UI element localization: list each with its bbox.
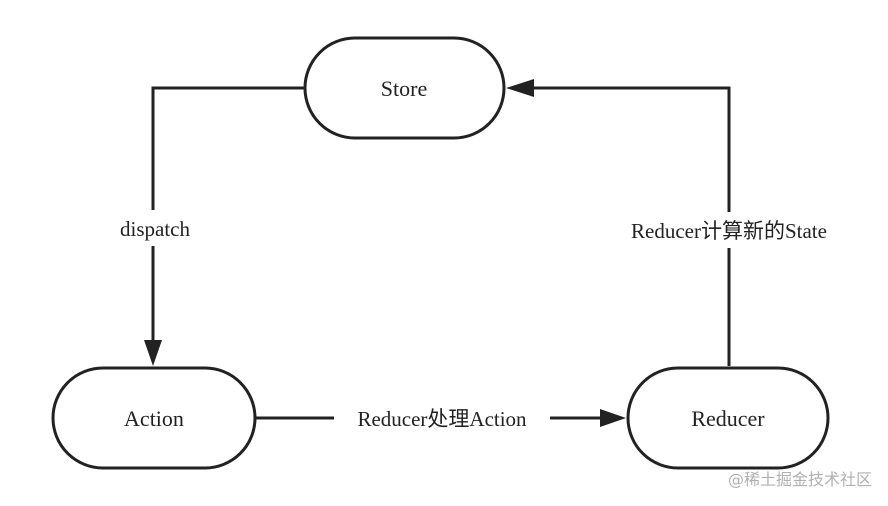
node-reducer-label: Reducer [691, 406, 765, 431]
node-action-label: Action [124, 406, 184, 431]
node-reducer-shape [626, 366, 830, 470]
edge-compute-state-arrowhead [506, 79, 534, 97]
edge-dispatch-line [151, 86, 305, 342]
edge-dispatch-arrowhead [144, 340, 162, 366]
edge-dispatch-label-bg [103, 210, 203, 246]
edge-compute-state-label-bg [604, 212, 856, 248]
edge-process-action-label: Reducer处理Action [357, 407, 527, 431]
node-store-shape [303, 36, 506, 140]
edge-process-action-arrowhead [600, 409, 626, 427]
edge-compute-state-label: Reducer计算新的State [631, 219, 827, 243]
node-reducer: Reducer [626, 366, 830, 470]
edge-dispatch: dispatch [103, 86, 305, 366]
edge-process-action-label-bg [334, 400, 550, 436]
node-action-shape [51, 366, 257, 470]
node-store-label: Store [381, 76, 427, 101]
edge-compute-state: Reducer计算新的State [506, 79, 856, 366]
node-action: Action [51, 366, 257, 470]
node-store: Store [303, 36, 506, 140]
watermark: @稀土掘金技术社区 [727, 470, 872, 489]
edge-dispatch-label: dispatch [120, 217, 190, 241]
edge-process-action: Reducer处理Action [256, 400, 626, 436]
edge-compute-state-line [532, 86, 731, 366]
